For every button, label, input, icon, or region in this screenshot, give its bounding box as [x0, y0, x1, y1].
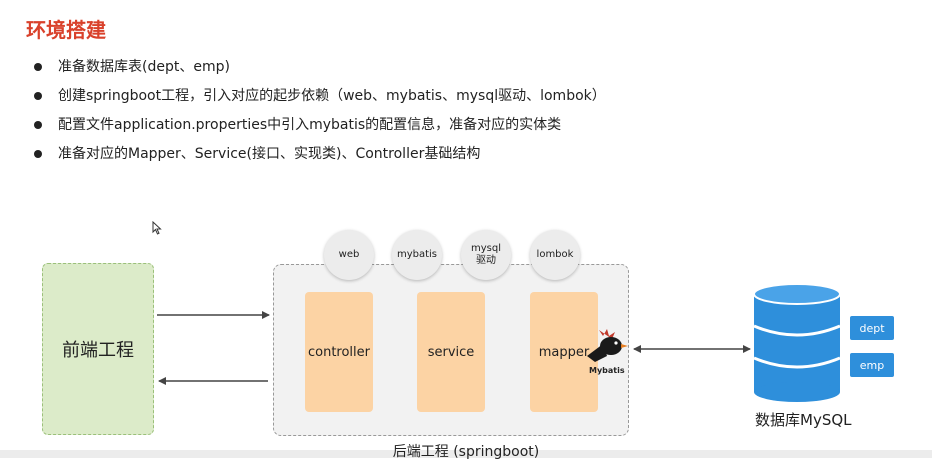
- bullet-text: 准备对应的Mapper、Service(接口、实现类)、Controller基础…: [58, 146, 481, 162]
- controller-label: controller: [307, 344, 371, 360]
- bullet-dot: [34, 121, 42, 129]
- mouse-cursor-icon: [152, 221, 162, 235]
- database-icon: [753, 284, 841, 402]
- bullet-list: 准备数据库表(dept、emp) 创建springboot工程，引入对应的起步依…: [34, 57, 606, 173]
- mybatis-bird-icon: [587, 329, 628, 362]
- mapper-label: mapper: [538, 344, 590, 360]
- bullet-item: 准备数据库表(dept、emp): [34, 57, 606, 86]
- bullet-item: 配置文件application.properties中引入mybatis的配置信…: [34, 115, 606, 144]
- page-title: 环境搭建: [26, 18, 106, 42]
- mapper-layer: mapper: [530, 292, 598, 412]
- backend-label: 后端工程 (springboot): [392, 444, 540, 460]
- bottom-bar: [0, 450, 932, 458]
- backend-box: controller service mapper: [273, 264, 629, 436]
- bullet-text: 创建springboot工程，引入对应的起步依赖（web、mybatis、mys…: [58, 88, 606, 104]
- database-label: 数据库MySQL: [755, 411, 852, 429]
- dependency-lombok: lombok: [530, 230, 580, 280]
- dependency-label: web: [338, 249, 360, 260]
- dependency-mysql-driver: mysql 驱动: [461, 230, 511, 280]
- bullet-dot: [34, 63, 42, 71]
- frontend-label: 前端工程: [62, 340, 134, 361]
- bullet-text: 配置文件application.properties中引入mybatis的配置信…: [58, 117, 562, 133]
- mybatis-logo-text: Mybatis: [589, 366, 625, 375]
- dependency-web: web: [324, 230, 374, 280]
- table-name: emp: [859, 358, 885, 372]
- table-tag-dept: dept: [850, 316, 894, 340]
- service-layer: service: [417, 292, 485, 412]
- bullet-dot: [34, 150, 42, 158]
- dependency-label: mybatis: [396, 249, 438, 260]
- dependency-label: 驱动: [476, 255, 496, 266]
- controller-layer: controller: [305, 292, 373, 412]
- bullet-text: 准备数据库表(dept、emp): [58, 59, 230, 75]
- bullet-item: 准备对应的Mapper、Service(接口、实现类)、Controller基础…: [34, 144, 606, 173]
- service-label: service: [427, 344, 475, 360]
- bullet-item: 创建springboot工程，引入对应的起步依赖（web、mybatis、mys…: [34, 86, 606, 115]
- frontend-box: 前端工程: [42, 263, 154, 435]
- bullet-dot: [34, 92, 42, 100]
- table-name: dept: [859, 321, 885, 335]
- dependency-label: mysql: [471, 243, 501, 254]
- dependency-label: lombok: [536, 249, 574, 260]
- table-tag-emp: emp: [850, 353, 894, 377]
- dependency-mybatis: mybatis: [392, 230, 442, 280]
